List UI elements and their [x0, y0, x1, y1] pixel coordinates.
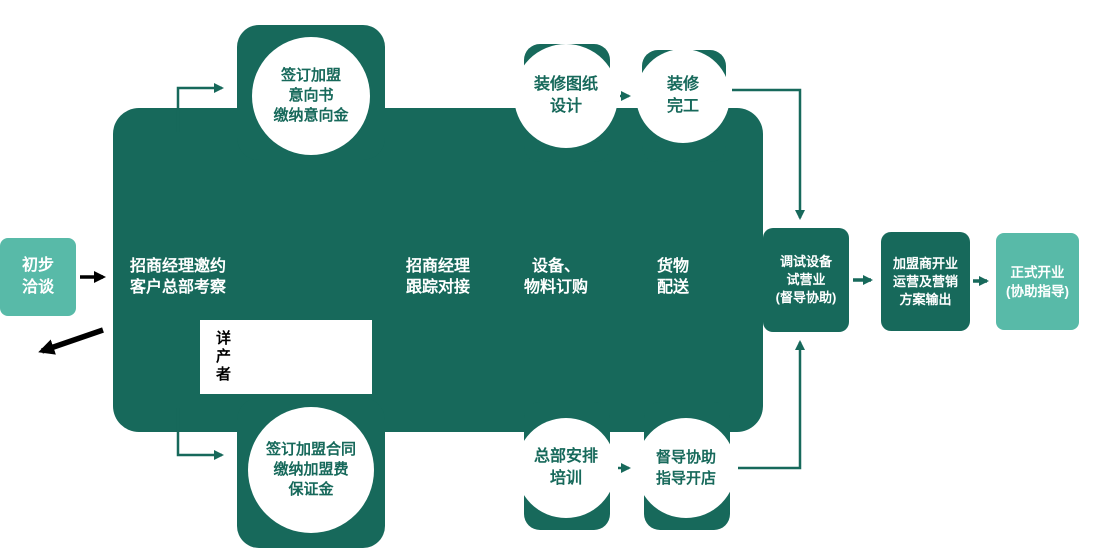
opening-operation-plan-box: 加盟商开业 运营及营销 方案输出 [881, 232, 970, 331]
initial-negotiation-box: 初步 洽谈 [0, 238, 76, 316]
step-manager-follow-up: 招商经理 跟踪对接 [405, 258, 470, 296]
arrow-annotation [38, 327, 104, 355]
grand-opening-box: 正式开业 (协助指导) [996, 233, 1079, 330]
step-invite-hq-inspection: 招商经理邀约 客户总部考察 [129, 258, 226, 296]
circle-hq-training: 总部安排 培训 [516, 418, 616, 518]
circle-renovation-drawing-design: 装修图纸 设计 [514, 44, 618, 148]
circle-supervisor-store-opening: 督导协助 指导开店 [636, 418, 736, 518]
circle-renovation-complete: 装修 完工 [636, 49, 730, 143]
circle-sign-franchise-contract: 签订加盟合同 缴纳加盟费 保证金 [248, 407, 374, 533]
step-goods-delivery: 货物 配送 [656, 258, 689, 296]
trial-operation-box: 调试设备 试营业 (督导协助) [763, 228, 849, 332]
circle-sign-intent-letter: 签订加盟 意向书 缴纳意向金 [252, 37, 370, 155]
annotation-mask [200, 320, 372, 394]
annotation-text: 详 产 者 [216, 330, 232, 383]
step-equipment-material-order: 设备、 物料订购 [523, 258, 588, 296]
